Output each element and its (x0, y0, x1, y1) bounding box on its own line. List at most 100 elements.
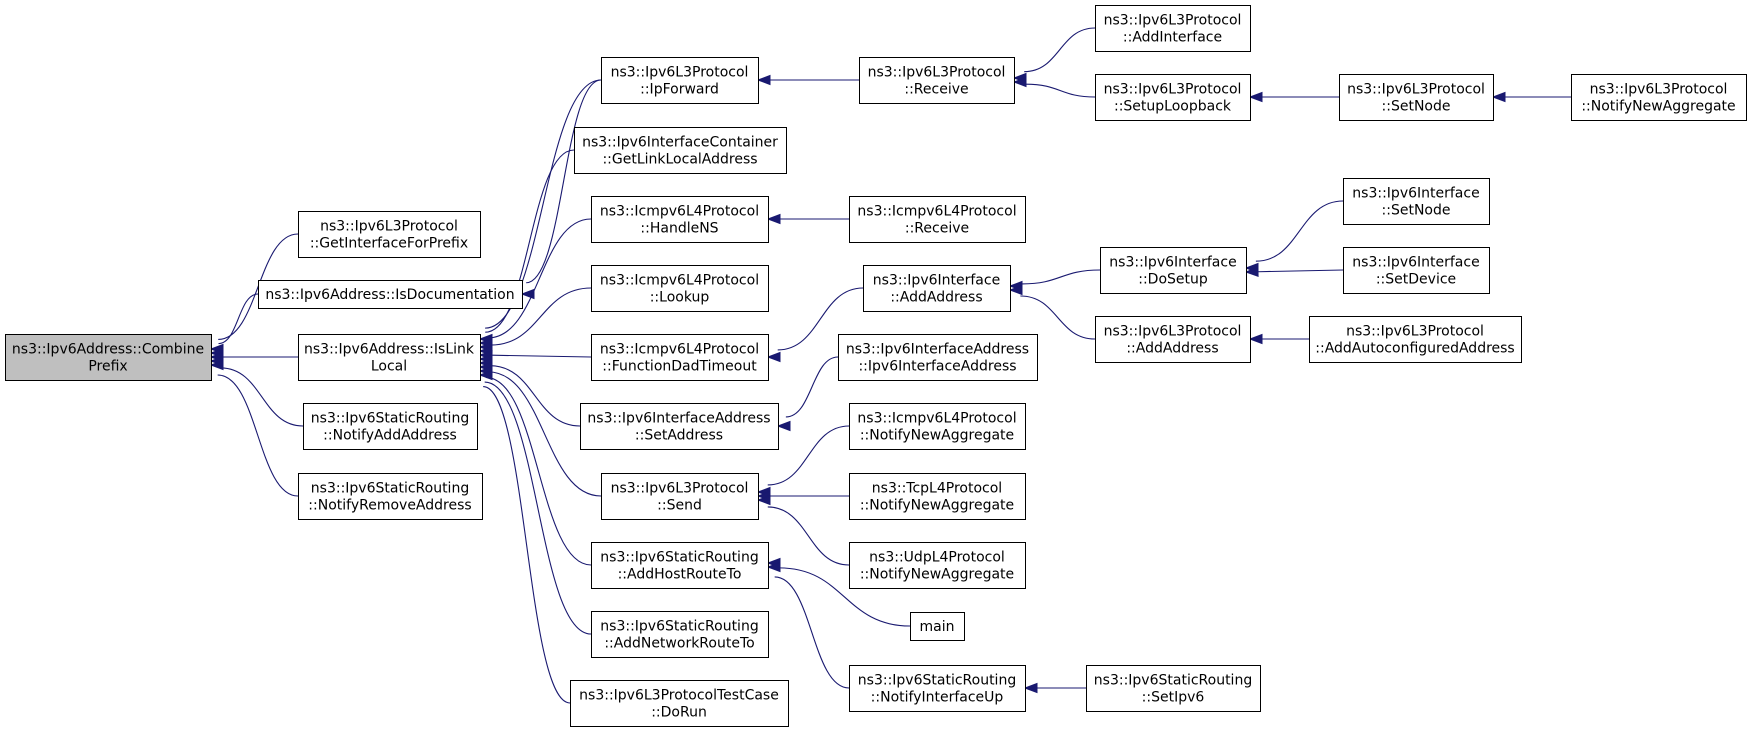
node-iface-set-node[interactable]: ns3::Ipv6Interface::SetNode (1343, 178, 1490, 225)
node-label-line: ::Send (657, 498, 702, 514)
node-box (849, 196, 1026, 243)
node-label-line: ns3::Ipv6L3Protocol (611, 481, 749, 497)
node-label-line: ::NotifyAddAddress (323, 428, 457, 444)
edge-iface_add_address-to-icmp_function_dad_timeout (766, 287, 864, 363)
node-container-get-link-local[interactable]: ns3::Ipv6InterfaceContainer::GetLinkLoca… (574, 127, 787, 174)
node-l3-test-case-do-run[interactable]: ns3::Ipv6L3ProtocolTestCase::DoRun (570, 680, 789, 727)
node-label-line: ns3::Ipv6Interface (873, 273, 1000, 289)
node-tcp-notify-new-aggregate[interactable]: ns3::TcpL4Protocol::NotifyNewAggregate (849, 473, 1026, 520)
node-iface-addr-ctor[interactable]: ns3::Ipv6InterfaceAddress::Ipv6Interface… (838, 334, 1038, 381)
node-label-line: ::GetInterfaceForPrefix (310, 236, 468, 252)
edge-is_link_local-to-combine_prefix (209, 351, 298, 363)
node-iface-set-device[interactable]: ns3::Ipv6Interface::SetDevice (1343, 247, 1490, 294)
edge-line (220, 367, 304, 427)
edge-line (1021, 269, 1101, 285)
node-label-line: ::AddAddress (890, 290, 982, 306)
edge-line (778, 567, 911, 627)
node-icmp-lookup[interactable]: ns3::Icmpv6L4Protocol::Lookup (591, 265, 769, 312)
node-icmp-notify-new-aggregate[interactable]: ns3::Icmpv6L4Protocol::NotifyNewAggregat… (849, 403, 1026, 450)
node-udp-notify-new-aggregate[interactable]: ns3::UdpL4Protocol::NotifyNewAggregate (849, 542, 1026, 589)
node-label-line: ::AddHostRouteTo (618, 567, 742, 583)
node-label-line: Prefix (88, 359, 127, 375)
arrowhead (776, 420, 791, 432)
node-get-interface-for-prefix[interactable]: ns3::Ipv6L3Protocol::GetInterfaceForPref… (298, 211, 481, 258)
node-static-set-ipv6[interactable]: ns3::Ipv6StaticRouting::SetIpv6 (1086, 665, 1261, 712)
node-static-add-network-route-to[interactable]: ns3::Ipv6StaticRouting::AddNetworkRouteT… (591, 611, 769, 658)
edge-line (491, 354, 592, 358)
arrowhead (1023, 682, 1038, 694)
node-box (591, 196, 769, 243)
node-box (849, 542, 1026, 589)
node-label-line: main (920, 619, 955, 635)
node-iface-do-setup[interactable]: ns3::Ipv6Interface::DoSetup (1100, 247, 1247, 294)
edge-line (485, 376, 592, 566)
node-label-line: ::AddNetworkRouteTo (604, 636, 754, 652)
node-label-line: ns3::Icmpv6L4Protocol (600, 204, 759, 220)
node-icmp-receive[interactable]: ns3::Icmpv6L4Protocol::Receive (849, 196, 1026, 243)
node-label-line: ns3::Ipv6L3Protocol (1590, 82, 1728, 98)
arrowhead (1008, 284, 1023, 296)
edge-line (487, 218, 592, 339)
node-box (601, 473, 759, 520)
node-l3-add-interface[interactable]: ns3::Ipv6L3Protocol::AddInterface (1095, 5, 1251, 52)
edge-static_add_host_route_to-to-is_link_local (478, 361, 592, 566)
node-l3-receive[interactable]: ns3::Ipv6L3Protocol::Receive (859, 57, 1015, 104)
node-static-notify-remove-address[interactable]: ns3::Ipv6StaticRouting::NotifyRemoveAddr… (298, 473, 483, 520)
node-label-line: ns3::Icmpv6L4Protocol (857, 411, 1016, 427)
node-box (591, 334, 769, 381)
node-static-notify-interface-up[interactable]: ns3::Ipv6StaticRouting::NotifyInterfaceU… (849, 665, 1026, 712)
node-box (1100, 247, 1247, 294)
edge-line (767, 506, 850, 566)
node-l3-add-autoconfigured-address[interactable]: ns3::Ipv6L3Protocol::AddAutoconfiguredAd… (1309, 316, 1522, 363)
node-iface-addr-set-address[interactable]: ns3::Ipv6InterfaceAddress::SetAddress (580, 403, 779, 450)
edge-line (767, 425, 850, 486)
node-l3-notify-new-aggregate[interactable]: ns3::Ipv6L3Protocol::NotifyNewAggregate (1571, 74, 1747, 121)
arrowhead (766, 351, 781, 363)
node-static-add-host-route-to[interactable]: ns3::Ipv6StaticRouting::AddHostRouteTo (591, 542, 769, 589)
node-label-line: ns3::Ipv6Address::IsLink (304, 342, 475, 358)
arrowhead (1244, 266, 1259, 277)
node-l3-send[interactable]: ns3::Ipv6L3Protocol::Send (601, 473, 759, 520)
edge-iface_set_node-to-iface_do_setup (1244, 200, 1344, 274)
arrowhead (756, 494, 771, 506)
node-label-line: ns3::Ipv6L3Protocol (1104, 324, 1242, 340)
node-box (859, 57, 1015, 104)
edge-l3_setup_loopback-to-l3_receive (1012, 76, 1096, 98)
node-static-notify-add-address[interactable]: ns3::Ipv6StaticRouting::NotifyAddAddress (303, 403, 478, 450)
edge-l3_add_autoconfigured_address-to-l3_add_address (1248, 333, 1309, 345)
node-iface-add-address[interactable]: ns3::Ipv6Interface::AddAddress (863, 265, 1011, 312)
node-label-line: ::NotifyNewAggregate (860, 567, 1014, 583)
node-is-documentation[interactable]: ns3::Ipv6Address::IsDocumentation (258, 280, 523, 309)
edge-icmp_receive-to-icmp_handle_ns (766, 213, 849, 225)
node-box (1095, 74, 1251, 121)
node-label-line: ::SetNode (1382, 203, 1451, 219)
edge-iface_do_setup-to-iface_add_address (1008, 269, 1101, 292)
edge-line (483, 386, 571, 704)
node-box (591, 611, 769, 658)
edges-layer (209, 27, 1571, 704)
node-label-line: ::SetIpv6 (1142, 690, 1205, 706)
node-icmp-handle-ns[interactable]: ns3::Icmpv6L4Protocol::HandleNS (591, 196, 769, 243)
node-box (838, 334, 1038, 381)
arrowhead (1248, 333, 1263, 345)
node-l3-add-address[interactable]: ns3::Ipv6L3Protocol::AddAddress (1095, 316, 1251, 363)
node-l3-set-node[interactable]: ns3::Ipv6L3Protocol::SetNode (1339, 74, 1494, 121)
edge-line (1024, 27, 1096, 73)
node-icmp-function-dad-timeout[interactable]: ns3::Icmpv6L4Protocol::FunctionDadTimeou… (591, 334, 769, 381)
node-label-line: ns3::TcpL4Protocol (872, 481, 1002, 497)
node-l3-setup-loopback[interactable]: ns3::Ipv6L3Protocol::SetupLoopback (1095, 74, 1251, 121)
node-main[interactable]: main (910, 612, 965, 641)
node-label-line: ns3::Ipv6L3Protocol (1104, 82, 1242, 98)
node-label-line: ::NotifyInterfaceUp (871, 690, 1004, 706)
node-label-line: ns3::Ipv6Address::IsDocumentation (265, 287, 514, 303)
node-label-line: ns3::Ipv6Address::Combine (12, 342, 204, 358)
node-box (910, 612, 965, 641)
edge-l3_ip_forward-to-is_documentation (520, 79, 602, 300)
edge-l3_receive-to-l3_ip_forward (756, 74, 859, 86)
node-l3-ip-forward[interactable]: ns3::Ipv6L3Protocol::IpForward (601, 57, 759, 104)
edge-udp_notify_new_aggregate-to-l3_send (756, 494, 850, 566)
node-label-line: ns3::Ipv6InterfaceAddress (587, 411, 770, 427)
edge-l3_set_node-to-l3_setup_loopback (1248, 91, 1339, 103)
